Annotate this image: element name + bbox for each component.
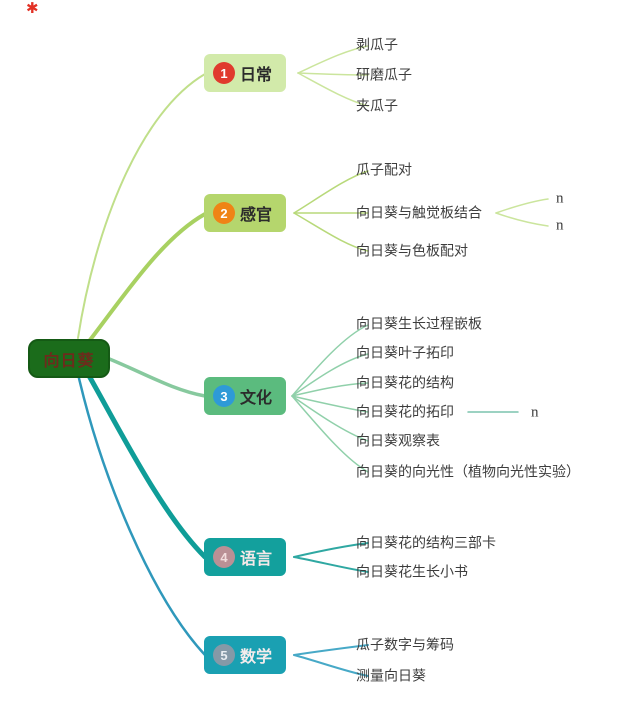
badge-number-1: 1 xyxy=(213,62,235,84)
leaf-topic[interactable]: 向日葵的向光性（植物向光性实验） xyxy=(356,463,580,480)
branch1-main-curve xyxy=(77,73,206,339)
corner-flower-icon: ✱ xyxy=(26,0,39,17)
branch-label-daily: 日常 xyxy=(240,67,273,84)
branch2-child-curves xyxy=(293,170,369,252)
branch-label-culture: 文化 xyxy=(240,390,273,407)
branch2-grandchild-curves xyxy=(495,198,549,227)
leaf-topic[interactable]: 向日葵与触觉板结合 xyxy=(356,204,482,221)
leaf-topic[interactable]: 研磨瓜子 xyxy=(356,66,412,83)
leaf-topic[interactable]: 向日葵花的结构三部卡 xyxy=(356,534,496,551)
badge-number-4: 4 xyxy=(213,546,235,568)
branch5-child-curves xyxy=(293,644,369,677)
branch-node-culture[interactable]: 3 文化 xyxy=(204,377,287,415)
branch-node-math[interactable]: 5 数学 xyxy=(204,636,287,674)
leaf-topic[interactable]: 瓜子配对 xyxy=(356,161,412,178)
branch2-main-curve xyxy=(88,212,207,342)
branch-label-language: 语言 xyxy=(240,551,273,568)
branch-node-senses[interactable]: 2 感官 xyxy=(204,194,287,232)
badge-number-3: 3 xyxy=(213,385,235,407)
badge-number-2: 2 xyxy=(213,202,235,224)
branch-label-senses: 感官 xyxy=(240,207,273,224)
leaf-topic[interactable]: 向日葵花生长小书 xyxy=(356,563,468,580)
leaf-topic[interactable]: 剥瓜子 xyxy=(356,36,398,53)
leaf-topic[interactable]: 瓜子数字与筹码 xyxy=(356,636,454,653)
leaf-subtopic-n[interactable]: n xyxy=(531,404,539,421)
leaf-topic[interactable]: 测量向日葵 xyxy=(356,667,426,684)
branch3-main-curve xyxy=(105,356,207,398)
branch-node-daily[interactable]: 1 日常 xyxy=(204,54,287,92)
central-topic-label: 向日葵 xyxy=(43,352,95,370)
central-topic-sunflower[interactable]: 向日葵 xyxy=(28,339,110,378)
branch3-child-curves xyxy=(291,324,369,473)
leaf-topic[interactable]: 向日葵花的结构 xyxy=(356,374,454,391)
leaf-subtopic-n[interactable]: n xyxy=(556,190,564,207)
leaf-topic[interactable]: 夹瓜子 xyxy=(356,97,398,114)
leaf-subtopic-n[interactable]: n xyxy=(556,217,564,234)
branch4-main-curve xyxy=(85,371,208,560)
branch-node-language[interactable]: 4 语言 xyxy=(204,538,287,576)
leaf-topic[interactable]: 向日葵与色板配对 xyxy=(356,242,468,259)
leaf-topic[interactable]: 向日葵叶子拓印 xyxy=(356,344,454,361)
branch1-child-curves xyxy=(297,45,369,107)
leaf-topic[interactable]: 向日葵花的拓印 xyxy=(356,403,454,420)
badge-number-5: 5 xyxy=(213,644,235,666)
branch5-main-curve xyxy=(76,372,207,657)
leaf-topic[interactable]: 向日葵观察表 xyxy=(356,432,440,449)
leaf-topic[interactable]: 向日葵生长过程嵌板 xyxy=(356,315,482,332)
branch4-child-curves xyxy=(293,542,369,573)
branch-label-math: 数学 xyxy=(240,649,273,666)
